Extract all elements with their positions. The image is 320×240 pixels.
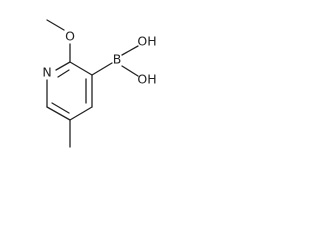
chemical-structure: N O B OH OH	[42, 19, 157, 148]
substituents	[46, 19, 139, 148]
bond-b-oh-top	[121, 45, 139, 56]
nitrogen-label: N	[42, 65, 51, 80]
atom-labels: N O B OH OH	[42, 29, 156, 87]
pyridine-ring	[46, 61, 93, 121]
methoxy-oxygen-label: O	[65, 29, 75, 44]
bond-o-methyl	[46, 19, 65, 31]
bond-n-c2	[55, 61, 71, 71]
bond-c2-c3	[69, 61, 93, 76]
hydroxyl-top-label: OH	[137, 34, 156, 49]
bond-c3-b	[91, 62, 113, 76]
bond-c4-c5	[69, 106, 93, 121]
boron-label: B	[113, 52, 122, 67]
double-bond-c5-c6-inner	[51, 102, 70, 114]
double-bond-n-c2-inner	[57, 69, 70, 78]
bond-b-oh-bottom	[121, 65, 139, 77]
hydroxyl-bottom-label: OH	[137, 72, 156, 87]
bond-c5-c6	[46, 106, 71, 121]
